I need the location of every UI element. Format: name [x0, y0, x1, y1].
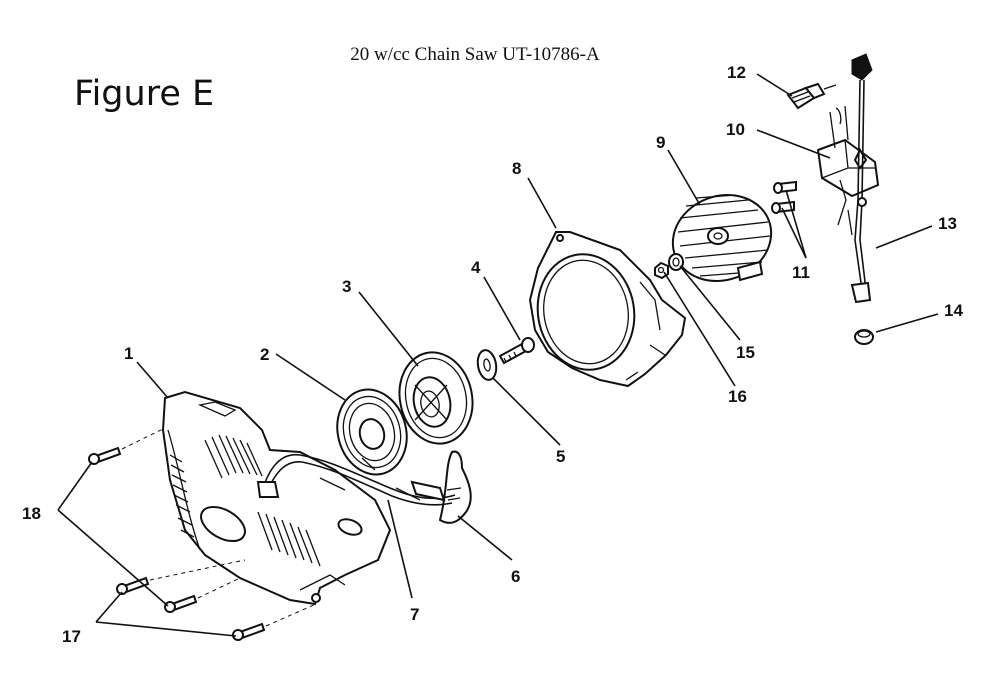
- callout-13: 13: [938, 214, 957, 233]
- ignition-module: [816, 105, 880, 198]
- starter-rope: [256, 453, 456, 506]
- callout-4: 4: [471, 258, 481, 277]
- callout-7: 7: [410, 605, 419, 624]
- callout-16: 16: [728, 387, 747, 406]
- callout-10: 10: [726, 120, 745, 139]
- callout-3: 3: [342, 277, 351, 296]
- diagram-title: 20 w/cc Chain Saw UT-10786-A: [350, 44, 600, 65]
- bolt: [498, 337, 535, 365]
- callout-17: 17: [62, 627, 81, 646]
- callout-6: 6: [511, 567, 520, 586]
- callout-14: 14: [944, 301, 963, 320]
- figure-label: Figure E: [74, 74, 215, 114]
- callout-9: 9: [656, 133, 665, 152]
- callout-15: 15: [736, 343, 755, 362]
- starter-pulley: [398, 351, 474, 445]
- callout-8: 8: [512, 159, 521, 178]
- cover-screws-17: [116, 559, 317, 641]
- ht-lead: [835, 53, 873, 304]
- callout-leaders: [57, 73, 939, 637]
- washer: [476, 349, 498, 381]
- recoil-spring: [336, 388, 408, 476]
- callout-12: 12: [727, 63, 746, 82]
- grommet: [854, 329, 874, 345]
- spark-plug: [786, 82, 837, 110]
- callout-2: 2: [260, 345, 269, 364]
- callout-11: 11: [792, 263, 810, 282]
- module-screws: [771, 180, 797, 214]
- flywheel: [671, 193, 773, 283]
- callout-1: 1: [124, 344, 133, 363]
- flywheel-washer: [668, 253, 684, 271]
- callout-18: 18: [22, 504, 41, 523]
- starter-handle: [438, 450, 472, 524]
- fan-housing: [528, 231, 687, 388]
- cover-screws-18: [88, 427, 241, 613]
- callout-5: 5: [556, 447, 565, 466]
- callout-numbers: 1 2 3 4 5 6 7 8 9 10 11 12 13 14 15 16 1…: [22, 63, 963, 646]
